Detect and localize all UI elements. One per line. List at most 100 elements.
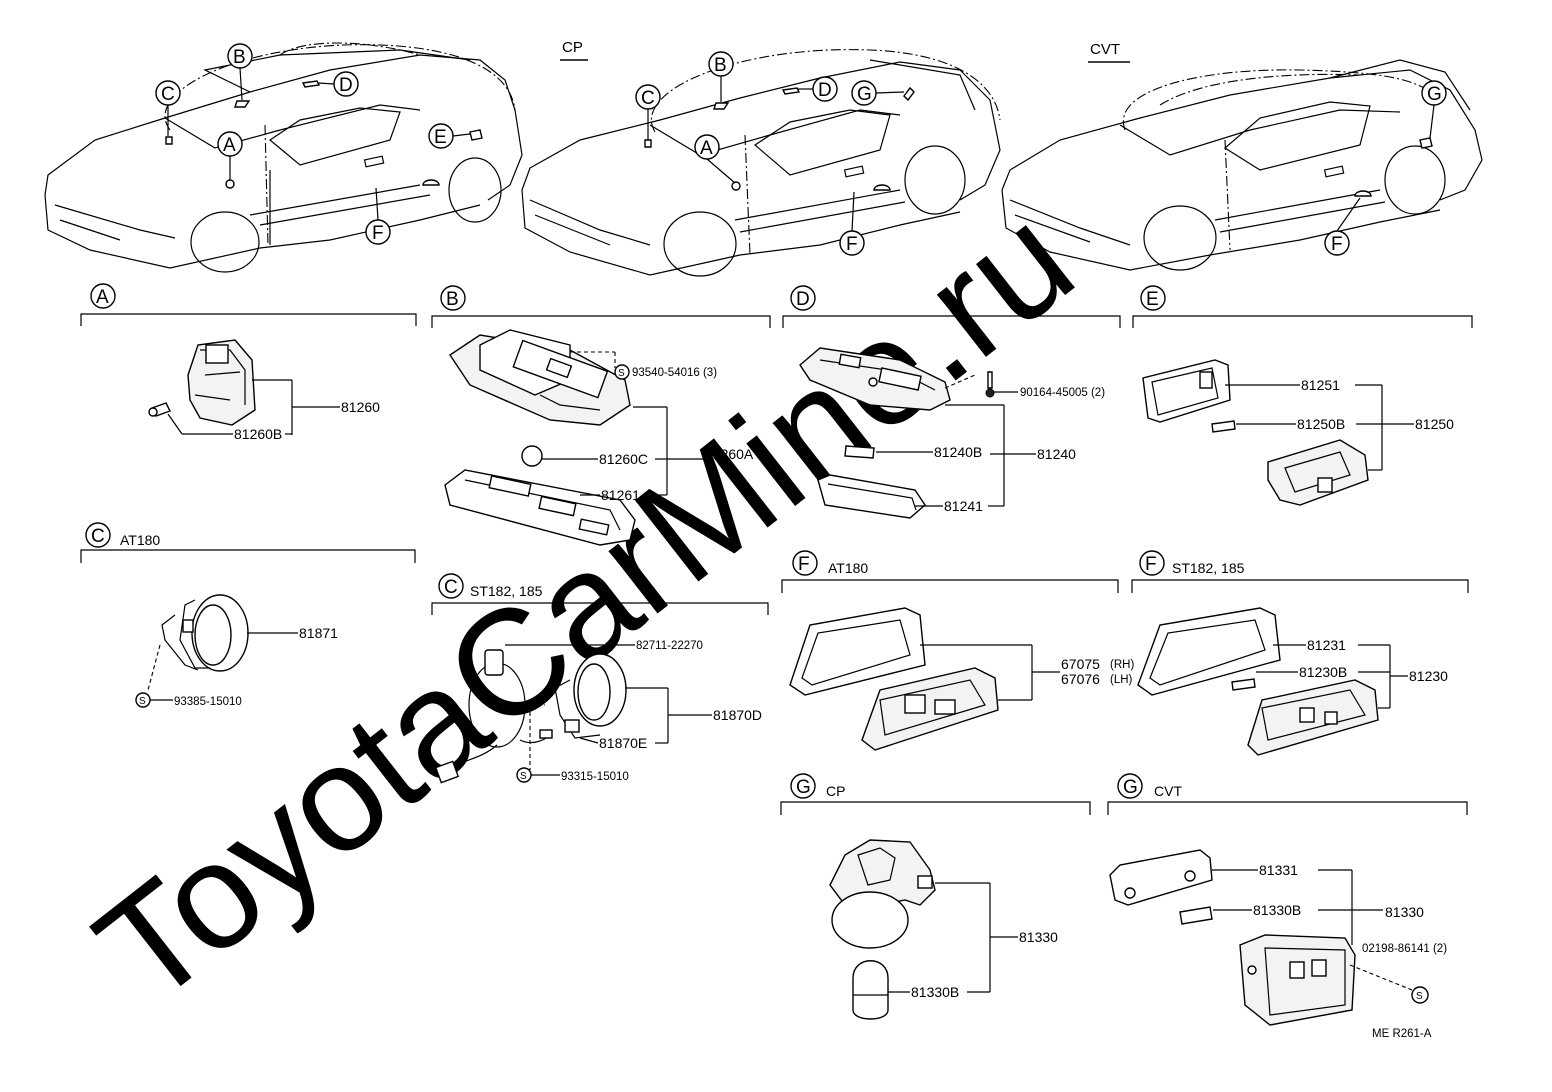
section-c-at180: C AT180 81871 S 93385-15010 bbox=[80, 522, 416, 708]
car1-callout-f: F bbox=[365, 187, 391, 245]
svg-text:AT180: AT180 bbox=[828, 560, 868, 576]
lamp-housing-part bbox=[449, 329, 631, 426]
svg-text:90164-45005 (2): 90164-45005 (2) bbox=[1020, 387, 1105, 399]
section-b: B S 93540-54016 (3) 81260C 81261 bbox=[431, 285, 771, 546]
car1-callout-c: C bbox=[155, 80, 181, 136]
svg-text:G: G bbox=[796, 777, 811, 798]
svg-text:D: D bbox=[796, 289, 810, 310]
svg-text:81870D: 81870D bbox=[713, 707, 762, 723]
svg-text:81331: 81331 bbox=[1259, 862, 1298, 878]
svg-text:B: B bbox=[714, 55, 727, 76]
screw-part bbox=[985, 371, 995, 398]
svg-text:AT180: AT180 bbox=[120, 532, 160, 548]
svg-text:C: C bbox=[91, 526, 105, 547]
svg-text:G: G bbox=[1123, 777, 1138, 798]
svg-text:93385-15010: 93385-15010 bbox=[174, 696, 242, 708]
svg-text:81870E: 81870E bbox=[599, 735, 647, 751]
svg-text:CVT: CVT bbox=[1154, 783, 1182, 799]
svg-text:A: A bbox=[223, 135, 236, 156]
socket-ring-part bbox=[554, 653, 627, 739]
svg-text:67075: 67075 bbox=[1061, 656, 1100, 672]
header-cvt: CVT bbox=[1088, 41, 1130, 63]
svg-text:81871: 81871 bbox=[299, 625, 338, 641]
svg-text:CP: CP bbox=[562, 39, 583, 56]
section-f-st182-185: F ST182, 185 81231 81230B 81230 bbox=[1131, 550, 1469, 756]
svg-text:81260: 81260 bbox=[341, 399, 380, 415]
bulb-part bbox=[521, 445, 543, 467]
section-f-at180: F AT180 67075 (RH) 67076 (LH) bbox=[781, 550, 1134, 751]
svg-text:D: D bbox=[339, 75, 353, 96]
car2-callout-d: D bbox=[798, 76, 838, 102]
car2-callout-g: G bbox=[851, 80, 905, 106]
svg-text:E: E bbox=[1146, 289, 1159, 310]
section-g-cp: G CP 81330 81330B bbox=[780, 773, 1091, 1020]
lamp-housing-part bbox=[799, 347, 951, 411]
svg-text:81261: 81261 bbox=[601, 487, 640, 503]
svg-text:G: G bbox=[1427, 84, 1442, 105]
lens-part bbox=[817, 474, 926, 519]
svg-text:81330B: 81330B bbox=[1253, 902, 1301, 918]
svg-text:C: C bbox=[641, 88, 655, 109]
svg-text:C: C bbox=[161, 84, 175, 105]
section-d: D 90164-45005 (2) 81240B 81241 bbox=[782, 285, 1121, 519]
car1-callout-a: A bbox=[217, 131, 243, 180]
svg-text:81330B: 81330B bbox=[911, 984, 959, 1000]
bulb-wire-part bbox=[434, 649, 553, 784]
drawing-code: ME R261-A bbox=[1372, 1028, 1432, 1040]
section-e: E 81251 81250B 81250 bbox=[1132, 285, 1473, 506]
svg-text:82711-22270: 82711-22270 bbox=[636, 640, 703, 652]
svg-text:S: S bbox=[1416, 991, 1423, 1002]
car1-callout-e: E bbox=[428, 123, 471, 149]
svg-text:F: F bbox=[846, 234, 858, 255]
svg-text:81240B: 81240B bbox=[934, 444, 982, 460]
lens-part bbox=[1137, 607, 1281, 696]
svg-text:(LH): (LH) bbox=[1110, 674, 1133, 686]
svg-text:F: F bbox=[1145, 554, 1157, 575]
car-illustration-3 bbox=[1001, 59, 1483, 271]
svg-text:F: F bbox=[1331, 234, 1343, 255]
bulb-socket-part bbox=[161, 594, 249, 672]
svg-text:81260C: 81260C bbox=[599, 451, 648, 467]
svg-text:81240: 81240 bbox=[1037, 446, 1076, 462]
svg-text:ST182, 185: ST182, 185 bbox=[1172, 560, 1245, 576]
lens-part bbox=[1142, 359, 1231, 423]
svg-text:A: A bbox=[96, 287, 109, 308]
lens-part bbox=[789, 607, 926, 696]
lamp-socket-part bbox=[829, 839, 936, 949]
svg-text:81241: 81241 bbox=[944, 498, 983, 514]
car1-callout-b: B bbox=[227, 43, 253, 101]
section-g-cvt: G CVT 81331 81330B 81330 02198-86141 (2)… bbox=[1107, 773, 1468, 1026]
svg-text:D: D bbox=[818, 80, 832, 101]
housing-part bbox=[861, 667, 999, 751]
bulb-part bbox=[1231, 678, 1256, 691]
svg-text:S: S bbox=[618, 368, 625, 379]
svg-text:A: A bbox=[700, 138, 713, 159]
svg-text:81330: 81330 bbox=[1019, 929, 1058, 945]
svg-text:81250B: 81250B bbox=[1297, 416, 1345, 432]
svg-text:81260B: 81260B bbox=[234, 426, 282, 442]
svg-text:F: F bbox=[798, 554, 810, 575]
socket-part bbox=[1267, 439, 1369, 506]
lens-cover-part bbox=[444, 469, 636, 546]
svg-text:E: E bbox=[434, 127, 447, 148]
svg-text:93540-54016 (3): 93540-54016 (3) bbox=[632, 367, 717, 379]
socket-part bbox=[1239, 934, 1356, 1026]
svg-text:81230: 81230 bbox=[1409, 668, 1448, 684]
section-c-st182-185: C ST182, 185 82711-22270 81870D 81870E S bbox=[431, 573, 769, 784]
car2-callout-c: C bbox=[635, 84, 661, 140]
svg-text:81230B: 81230B bbox=[1299, 664, 1347, 680]
bulb-part bbox=[148, 402, 171, 417]
svg-text:CP: CP bbox=[826, 783, 845, 799]
svg-text:ST182, 185: ST182, 185 bbox=[470, 583, 543, 599]
svg-text:C: C bbox=[444, 577, 458, 598]
svg-text:93315-15010: 93315-15010 bbox=[561, 771, 629, 783]
car2-callout-f: F bbox=[839, 191, 865, 256]
svg-text:G: G bbox=[857, 84, 872, 105]
svg-text:S: S bbox=[139, 696, 146, 707]
car1-callout-d: D bbox=[317, 71, 359, 97]
car2-callout-a: A bbox=[694, 134, 736, 184]
svg-text:B: B bbox=[446, 289, 459, 310]
bulb-part bbox=[852, 960, 889, 1020]
svg-text:F: F bbox=[372, 223, 384, 244]
